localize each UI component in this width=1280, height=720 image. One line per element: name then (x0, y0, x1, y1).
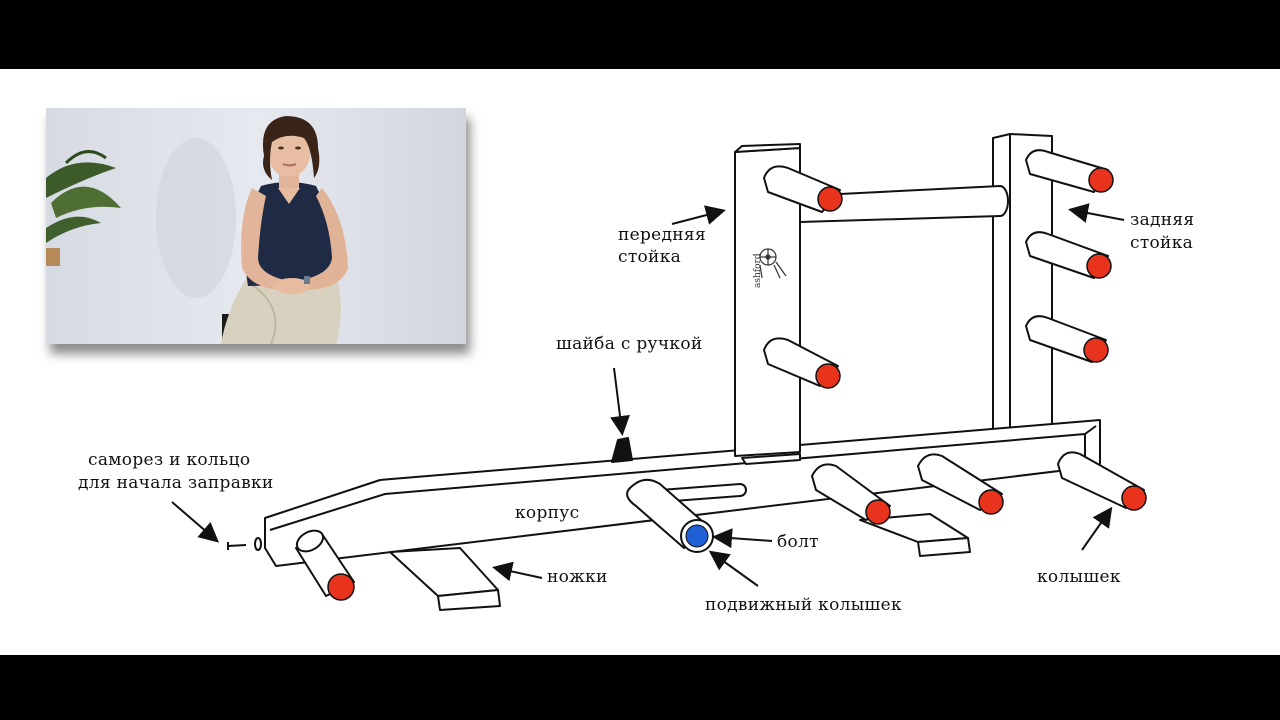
label-body: корпус (515, 503, 580, 523)
label-legs: ножки (547, 567, 608, 587)
peg-cap-front-bottom (815, 363, 841, 389)
arrow-bolt (712, 528, 773, 549)
washer-handle (611, 437, 633, 463)
front-post (734, 143, 801, 465)
spinning-wheel-logo (759, 248, 787, 279)
arrow-back-post (1068, 203, 1125, 223)
label-movable-peg: подвижный колышек (705, 595, 902, 615)
arrow-front-post (671, 205, 726, 225)
presenter-video (46, 108, 466, 344)
peg-cap-back-2 (1086, 253, 1112, 279)
screw-ring-icon (227, 537, 262, 551)
arrow-legs (492, 561, 543, 582)
plant-icon (46, 150, 121, 266)
label-back-post-line1: задняя (1130, 210, 1195, 230)
label-front-post-line1: передняя (618, 225, 706, 245)
arrow-peg (1081, 506, 1113, 551)
bolt-cap (680, 519, 714, 553)
peg-caps (327, 167, 1147, 601)
peg-cap-back-3 (1083, 337, 1109, 363)
label-bolt: болт (777, 532, 819, 552)
peg-cap-base-2 (978, 489, 1004, 515)
crossbar (799, 185, 1009, 223)
letterbox-top (0, 0, 1280, 69)
brand-text: ashford (753, 253, 763, 288)
label-front-post-line2: стойка (618, 247, 682, 267)
back-post (992, 133, 1053, 441)
base-body (264, 419, 1101, 567)
peg-cap-base-3 (1121, 485, 1147, 511)
arrow-screw (171, 501, 220, 543)
label-screw-line2: для начала заправки (78, 473, 274, 493)
label-screw-line1: саморез и кольцо (88, 450, 251, 470)
arrow-movable-peg (708, 550, 759, 587)
arrow-washer (610, 367, 630, 436)
label-back-post-line2: стойка (1130, 233, 1194, 253)
peg-cap-front-left (327, 573, 355, 601)
label-washer-handle: шайба с ручкой (556, 334, 703, 354)
peg-cap-base-1 (865, 499, 891, 525)
peg-cap-back-1 (1088, 167, 1114, 193)
letterbox-bottom (0, 655, 1280, 720)
presenter-image (46, 108, 466, 344)
leg-left (389, 547, 501, 611)
peg-cap-front-top (817, 186, 843, 212)
label-peg: колышек (1037, 567, 1121, 587)
